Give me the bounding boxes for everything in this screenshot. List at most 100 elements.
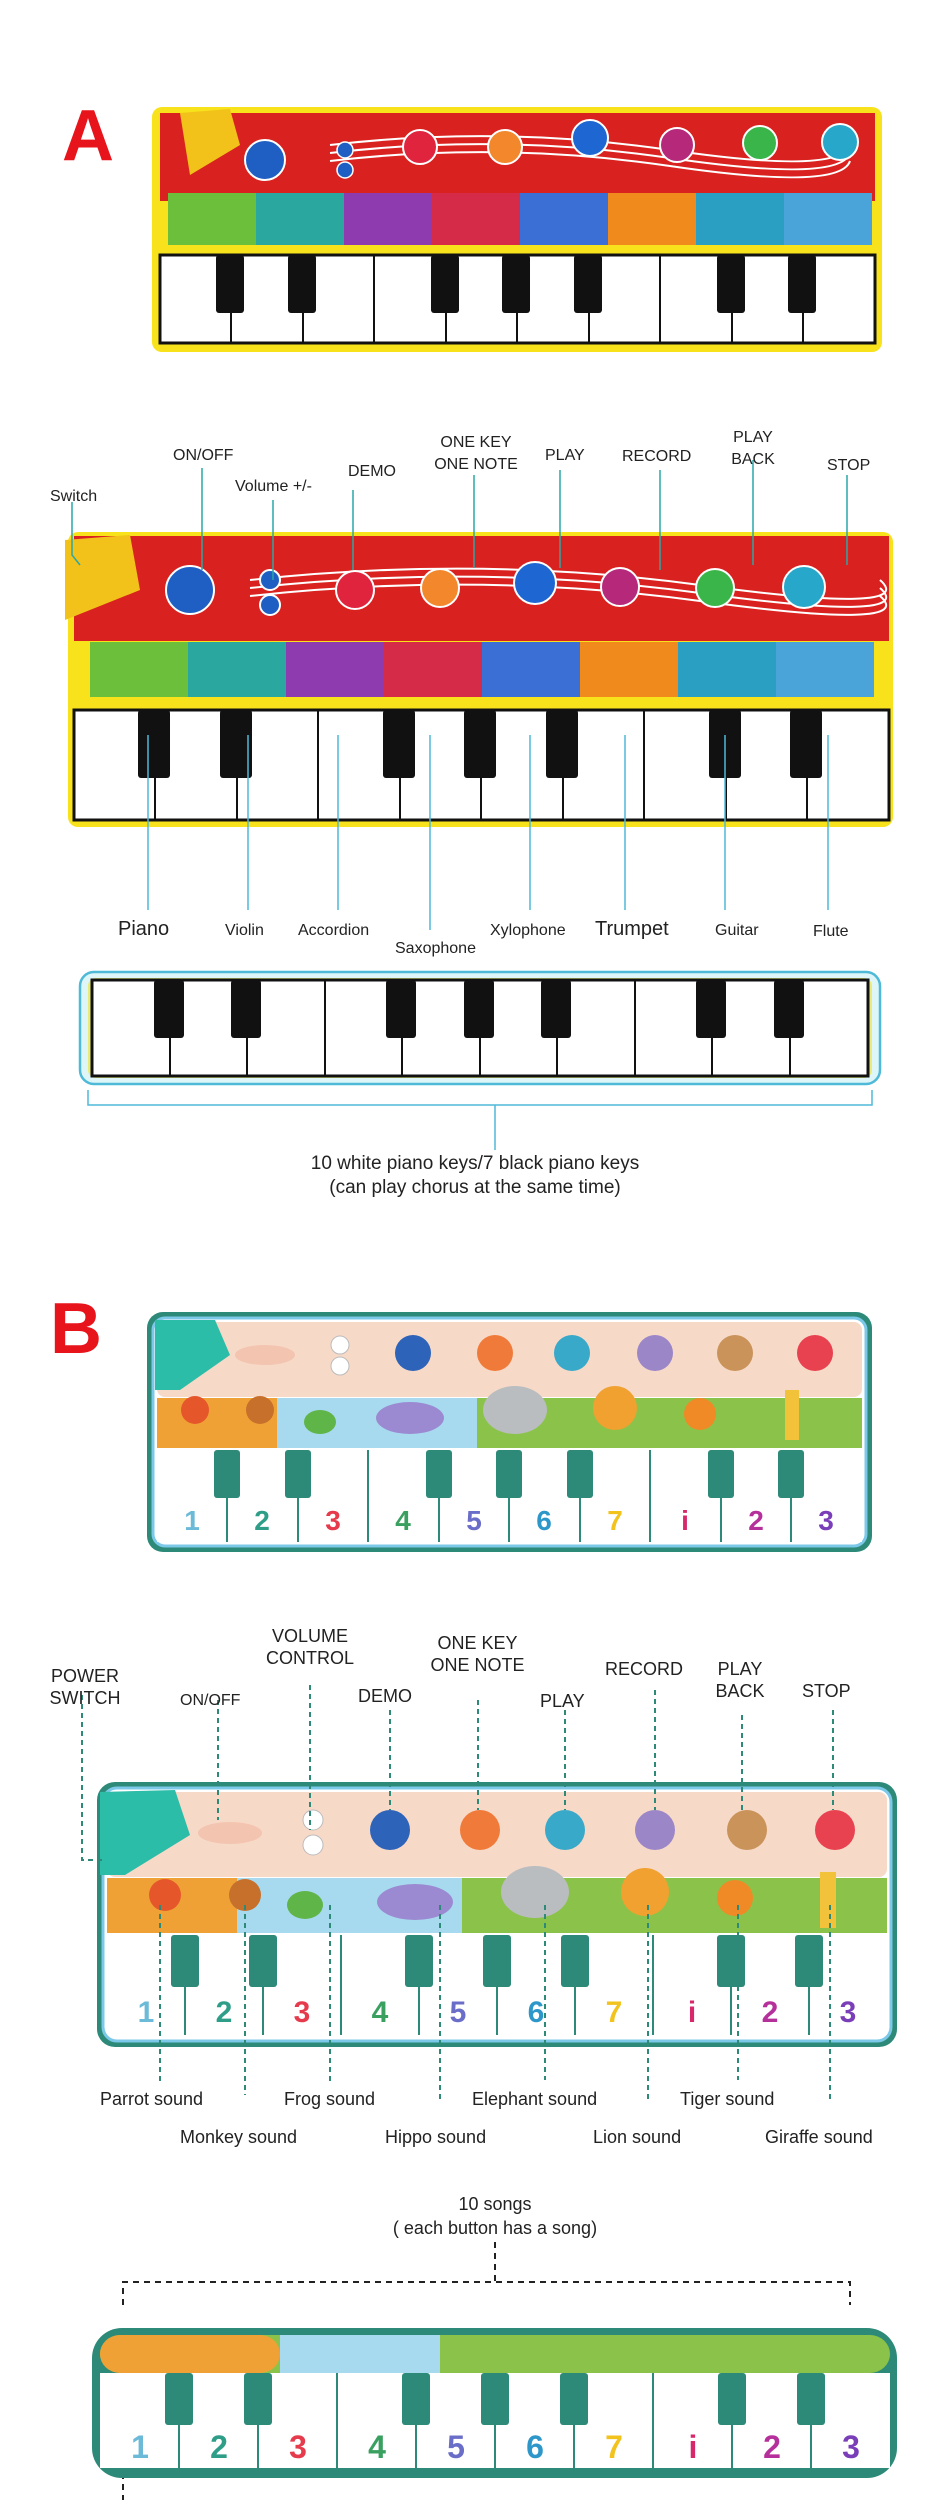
mat-b-on-off-pill (235, 1345, 295, 1365)
label-guitar: Guitar (715, 922, 759, 939)
section-a-letter: A (62, 96, 114, 176)
label-b-one-key-one-note: ONE KEY ONE NOTE (420, 1632, 535, 1676)
label-flute: Flute (813, 923, 849, 940)
mat-a-detail-volume-minus (259, 569, 281, 591)
label-giraffe-sound: Giraffe sound (765, 2127, 873, 2147)
mat-a-product-image (152, 107, 882, 352)
mat-b-detail-image: 1 2 3 4 5 6 7 i 2 3 (97, 1782, 897, 2047)
closeup-key-3: 3 (289, 2429, 307, 2465)
mat-a-play-back-button (742, 125, 778, 161)
mat-a-leader-lines (71, 460, 873, 1150)
mat-a-buttons (244, 119, 859, 181)
label-lion-sound: Lion sound (593, 2127, 682, 2147)
mat-a-on-off-button (244, 139, 286, 181)
label-power-switch: POWER SWITCH (40, 1665, 130, 1709)
mat-b-demo-button (395, 1335, 431, 1371)
label-b-play-back-line2: BACK (715, 1681, 765, 1701)
songs-caption: 10 songs ( each button has a song) (0, 2192, 950, 2240)
closeup-key-9: 2 (763, 2429, 781, 2465)
mat-b-product-image: 1 2 3 4 5 6 7 i 2 3 (147, 1312, 872, 1552)
closeup-key-4: 4 (368, 2429, 386, 2465)
closeup-key-8: i (689, 2429, 698, 2465)
mat-a-volume-plus (336, 161, 354, 179)
mat-a-one-key-button (487, 129, 523, 165)
label-play-back: PLAY BACK (728, 427, 778, 471)
label-b-record: RECORD (605, 1659, 684, 1679)
label-b-demo: DEMO (358, 1686, 412, 1706)
mat-a-record-button (659, 127, 695, 163)
mat-b-detail-key-10: 3 (840, 1996, 857, 2029)
keys-note-line2: (can play chorus at the same time) (329, 1177, 621, 1198)
songs-line2: ( each button has a song) (392, 2218, 598, 2238)
mat-b-detail-key-7: 7 (606, 1996, 623, 2029)
label-one-key-line1: ONE KEY (440, 434, 512, 451)
mat-b-detail-key-1: 1 (138, 1996, 155, 2029)
closeup-key-5: 5 (447, 2429, 465, 2465)
label-elephant-sound: Elephant sound (472, 2089, 598, 2109)
label-play-back-line2: BACK (731, 451, 775, 468)
label-play-back-line1: PLAY (733, 429, 773, 446)
label-b-one-key-line2: ONE NOTE (430, 1655, 525, 1675)
closeup-key-10: 3 (842, 2429, 860, 2465)
closeup-key-1: 1 (131, 2429, 149, 2465)
mat-b-record-button (637, 1335, 673, 1371)
mat-a-detail-on-off-button (165, 565, 215, 615)
mat-b-key-7: 7 (607, 1505, 623, 1536)
label-play: PLAY (545, 447, 585, 464)
label-accordion: Accordion (298, 922, 370, 939)
label-frog-sound: Frog sound (284, 2089, 376, 2109)
label-stop: STOP (827, 457, 871, 474)
mat-b-detail-key-8: i (688, 1996, 696, 2029)
label-switch: Switch (50, 488, 98, 505)
mat-b-key-4: 4 (395, 1505, 411, 1536)
label-power-line1: POWER (50, 1666, 119, 1686)
label-record: RECORD (622, 448, 692, 465)
mat-b-detail-key-6: 6 (528, 1996, 545, 2029)
mat-a-play-button (571, 119, 609, 157)
mat-a-detail-demo-button (335, 570, 375, 610)
mat-b-one-key-button (477, 1335, 513, 1371)
mat-a-detail-play-back-button (695, 568, 735, 608)
label-parrot-sound: Parrot sound (100, 2089, 204, 2109)
closeup-key-2: 2 (210, 2429, 228, 2465)
mat-b-key-9: 2 (748, 1505, 764, 1536)
mat-b-stop-button (797, 1335, 833, 1371)
label-violin: Violin (225, 922, 264, 939)
mat-b-detail-key-4: 4 (372, 1996, 389, 2029)
mat-b-key-5: 5 (466, 1505, 482, 1536)
mat-b-detail-key-3: 3 (294, 1996, 311, 2029)
mat-a-keys-closeup (78, 970, 882, 1086)
section-b-letter: B (50, 1289, 102, 1369)
mat-a-instrument-strip (168, 193, 872, 245)
keys-note-line1: 10 white piano keys/7 black piano keys (310, 1153, 640, 1174)
label-power-line2: SWITCH (49, 1688, 121, 1708)
label-one-key-one-note: ONE KEY ONE NOTE (427, 432, 525, 476)
mat-b-leader-lines (81, 1685, 834, 2100)
label-b-on-off: ON/OFF (180, 1692, 241, 1709)
label-xylophone: Xylophone (490, 922, 566, 939)
mat-b-key-3: 3 (325, 1505, 341, 1536)
label-volume-line2: CONTROL (265, 1648, 354, 1668)
mat-a-demo-button (402, 129, 438, 165)
mat-a-stop-button (821, 123, 859, 161)
label-tiger-sound: Tiger sound (680, 2089, 775, 2109)
label-one-key-line2: ONE NOTE (434, 456, 518, 473)
mat-a-detail-stop-button (782, 565, 826, 609)
songs-line1: 10 songs (458, 2194, 532, 2214)
label-monkey-sound: Monkey sound (180, 2127, 298, 2147)
label-volume-control: VOLUME CONTROL (255, 1625, 365, 1669)
mat-a-detail-play-button (513, 561, 557, 605)
label-b-play-back-line1: PLAY (717, 1659, 763, 1679)
label-hippo-sound: Hippo sound (385, 2127, 487, 2147)
mat-a-volume-minus (336, 141, 354, 159)
mat-b-play-back-button (717, 1335, 753, 1371)
label-trumpet: Trumpet (595, 918, 669, 940)
label-volume: Volume +/- (235, 478, 312, 495)
mat-b-detail-key-9: 2 (762, 1996, 779, 2029)
mat-a-detail-volume-plus (259, 594, 281, 616)
mat-b-play-button (554, 1335, 590, 1371)
closeup-key-6: 6 (526, 2429, 544, 2465)
mat-b-detail-key-5: 5 (450, 1996, 467, 2029)
label-volume-line1: VOLUME (271, 1626, 349, 1646)
mat-b-keys-closeup: 1 2 3 4 5 6 7 i 2 3 (92, 2242, 897, 2500)
